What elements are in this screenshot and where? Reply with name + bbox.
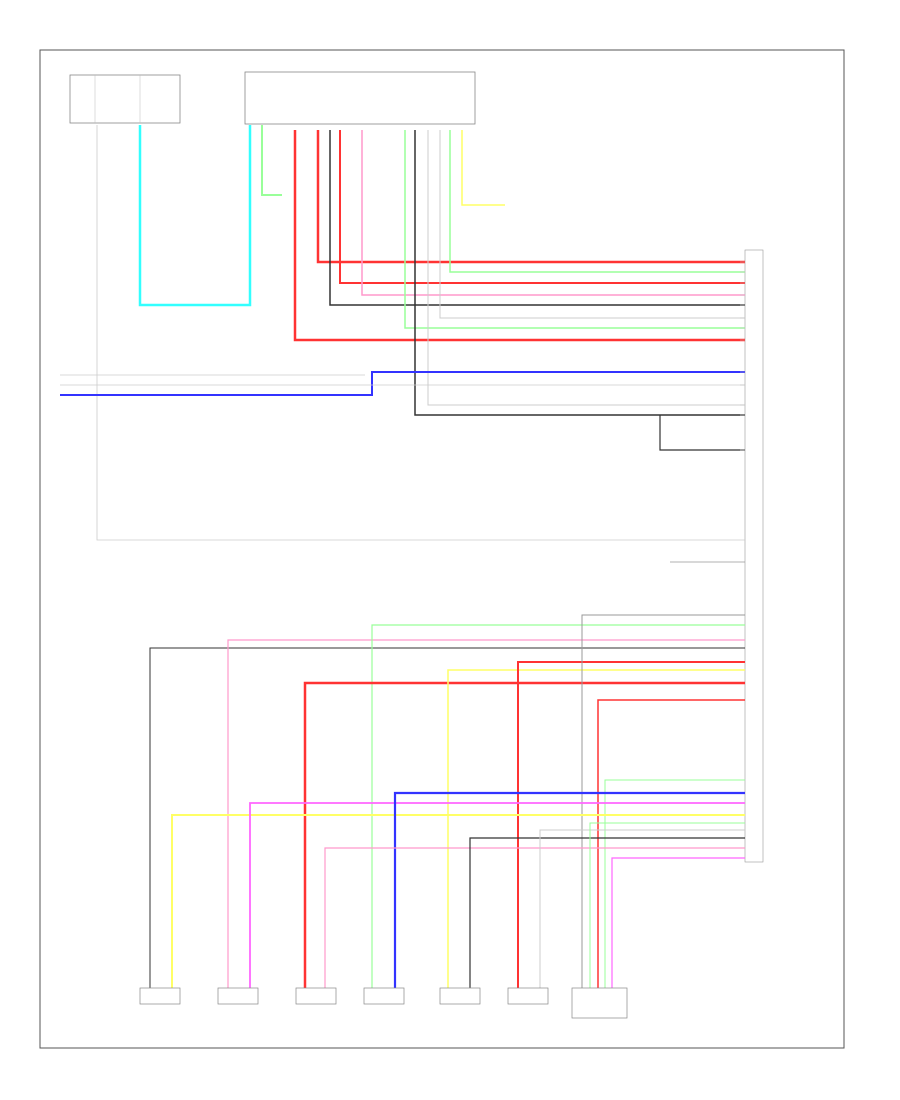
top-left-module — [69, 74, 181, 124]
wire-red-lower-2 — [517, 661, 745, 990]
speaker-box-5 — [439, 987, 481, 1005]
wire-black-2 — [414, 130, 745, 416]
page-border — [39, 49, 845, 1049]
main-module-pins — [740, 261, 745, 451]
wire-black-lower-2 — [469, 837, 745, 990]
speaker-box-1 — [139, 987, 181, 1005]
wire-pink-lower-1 — [227, 639, 745, 990]
wire-pink-lower-2 — [324, 847, 745, 990]
wire-red-lower-1 — [303, 681, 745, 990]
wire-green-lower-1 — [371, 624, 745, 990]
wire-green-2 — [449, 130, 745, 273]
wire-gray-lower-1 — [581, 614, 745, 990]
top-center-module — [244, 71, 476, 125]
wire-gray-loop — [96, 125, 745, 541]
wire-yellow-lower-1 — [447, 669, 745, 990]
wire-cyan — [138, 125, 252, 307]
wire-blue-1 — [60, 371, 745, 396]
wire-green-lower-3 — [589, 822, 745, 990]
wire-blue-lower — [393, 791, 745, 990]
wire-red-2 — [316, 130, 745, 264]
wire-black-ground — [659, 415, 745, 451]
wire-gray-2 — [439, 130, 745, 319]
wire-red-1 — [293, 130, 745, 342]
wire-green-lower-2 — [604, 779, 745, 990]
wire-green-1 — [404, 130, 745, 329]
wire-gray-lower-2 — [539, 829, 745, 990]
wire-magenta-lower-2 — [611, 857, 745, 990]
speaker-box-6 — [507, 987, 549, 1005]
speaker-box-7 — [571, 987, 628, 1019]
wire-pink-1 — [361, 130, 745, 296]
wire-yellow-lower-2 — [171, 814, 745, 990]
speaker-box-2 — [217, 987, 259, 1005]
wire-red-lower-3 — [597, 699, 745, 990]
wire-black-1 — [329, 130, 745, 306]
speaker-box-4 — [363, 987, 405, 1005]
wire-yellow-short — [461, 130, 505, 206]
wire-green-short — [261, 125, 282, 196]
main-right-module — [744, 249, 764, 863]
wire-magenta-lower-1 — [249, 802, 745, 990]
wire-black-lower — [149, 647, 745, 990]
wire-gray-1 — [427, 130, 745, 406]
wire-red-3 — [339, 130, 745, 284]
speaker-box-3 — [295, 987, 337, 1005]
